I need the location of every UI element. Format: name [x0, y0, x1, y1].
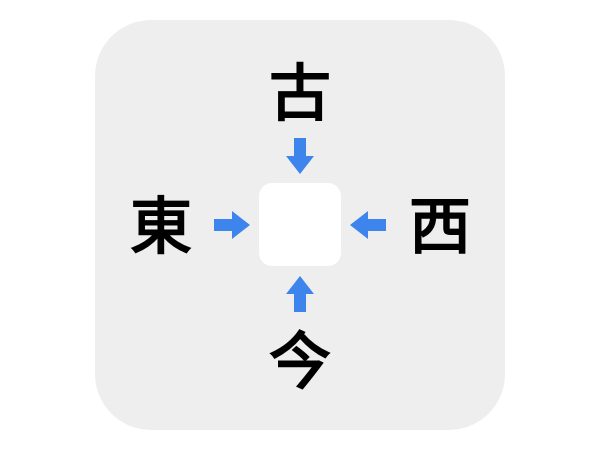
clue-right-kanji: 西	[408, 190, 471, 263]
clue-bottom-kanji: 今	[268, 325, 331, 398]
arrow-down-icon	[286, 138, 314, 174]
arrow-up-icon	[286, 276, 314, 312]
clue-top-kanji: 古	[268, 57, 331, 130]
answer-box[interactable]	[259, 183, 341, 266]
arrow-left-icon	[350, 211, 386, 239]
clue-left-kanji: 東	[129, 190, 192, 263]
arrow-right-icon	[214, 211, 250, 239]
